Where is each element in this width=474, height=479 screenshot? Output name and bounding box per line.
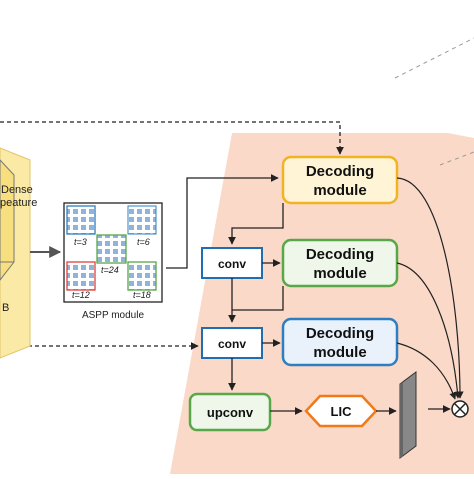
upconv-label: upconv — [207, 405, 254, 420]
decoding-module-3-line2: module — [313, 344, 366, 361]
lic-label: LIC — [331, 404, 353, 419]
dashed-skip-connection — [0, 121, 344, 155]
decoding-module-1-line2: module — [313, 182, 366, 199]
decoding-module-2: Decoding module — [281, 238, 399, 288]
lic-block: LIC — [304, 394, 378, 428]
aspp-tile-t12 — [66, 261, 96, 291]
aspp-rate-label: t=18 — [133, 290, 151, 300]
arrow-decoder-2-to-conv-2 — [232, 286, 284, 311]
aspp-tile-t6 — [127, 205, 157, 235]
aspp-rate-label: t=6 — [137, 237, 150, 247]
aspp-tile-t24 — [96, 234, 127, 264]
dense-feature-block: Dense peature B — [0, 147, 37, 359]
output-feature-map — [399, 371, 417, 459]
decoding-module-3-line1: Decoding — [306, 325, 374, 342]
decoding-module-2-line2: module — [313, 265, 366, 282]
fusion-multiply-node — [451, 400, 469, 418]
decoding-module-1-line1: Decoding — [306, 163, 374, 180]
dashed-guide-line — [394, 37, 474, 79]
curve-decoder-3-to-fusion — [396, 342, 457, 400]
arrow-decoder-1-to-conv-1 — [228, 203, 284, 245]
conv-block-1: conv — [201, 247, 263, 279]
upconv-block: upconv — [188, 392, 272, 432]
aspp-rate-label: t=12 — [72, 290, 90, 300]
aspp-caption: ASPP module — [82, 310, 145, 321]
dense-label-line3: B — [2, 302, 9, 314]
conv-2-label: conv — [218, 337, 246, 351]
dense-label-line1: Dense — [1, 184, 33, 196]
decoding-module-3: Decoding module — [281, 317, 399, 367]
arrow-aspp-to-decoder-1 — [166, 174, 279, 269]
dense-label-line2: peature — [0, 197, 37, 209]
aspp-rate-label: t=24 — [101, 265, 119, 275]
curve-decoder-1-to-fusion — [396, 177, 464, 399]
aspp-tile-t18 — [127, 261, 157, 291]
decoder-region-background — [170, 133, 474, 474]
conv-1-label: conv — [218, 257, 246, 271]
aspp-rate-label: t=3 — [74, 237, 87, 247]
dashed-guide-line — [439, 151, 474, 166]
curve-decoder-2-to-fusion — [396, 262, 462, 399]
aspp-module: t=3 t=6 t=24 t=12 t=18 ASPP module — [63, 202, 163, 321]
aspp-tile-t3 — [66, 205, 96, 235]
decoding-module-1: Decoding module — [281, 155, 399, 205]
conv-block-2: conv — [201, 327, 263, 359]
decoding-module-2-line1: Decoding — [306, 246, 374, 263]
